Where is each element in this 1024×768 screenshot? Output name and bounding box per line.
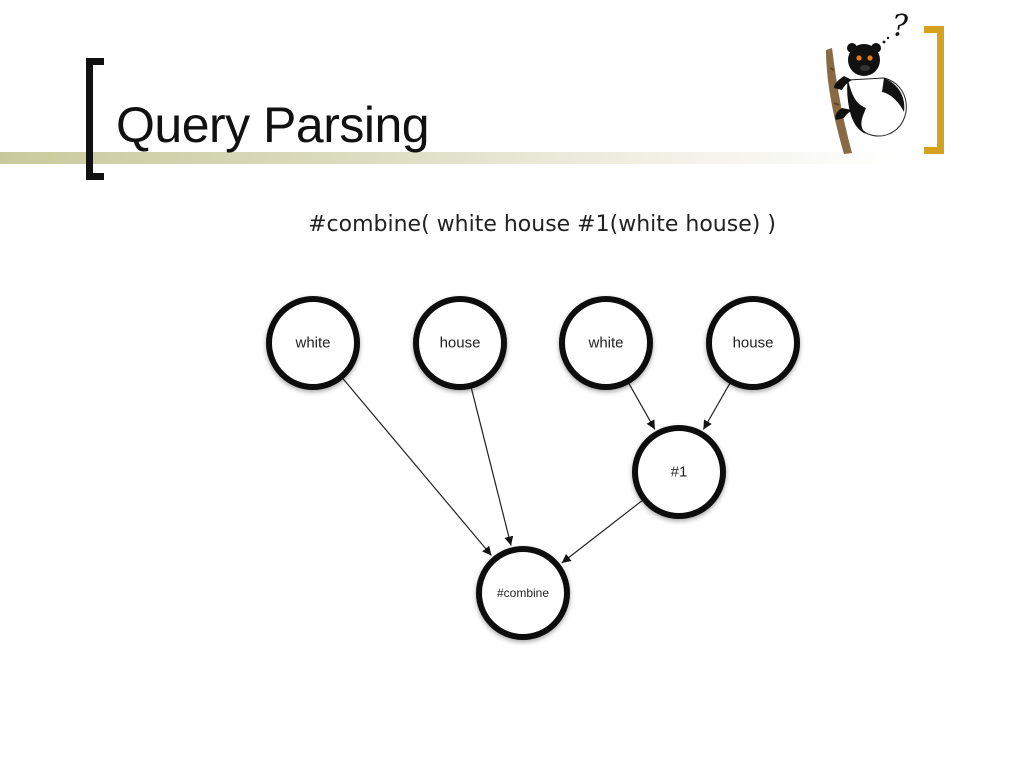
edge-white2-to-op1 (628, 383, 656, 430)
query-expression: #combine( white house #1(white house) ) (308, 212, 776, 237)
node-label: house (733, 335, 774, 352)
edge-white1-to-combine (342, 378, 492, 556)
node-house1: house (413, 296, 507, 390)
node-label: #1 (671, 464, 688, 481)
node-circle (266, 296, 360, 390)
node-house2: house (706, 296, 800, 390)
slide-title: Query Parsing (116, 97, 430, 153)
edge-house2-to-op1 (702, 383, 731, 430)
node-label: house (440, 335, 481, 352)
node-circle (632, 425, 726, 519)
node-op1: #1 (632, 425, 726, 519)
edge-house1-to-combine (470, 388, 514, 546)
node-white1: white (266, 296, 360, 390)
right-bracket-decoration (924, 26, 944, 154)
node-circle (559, 296, 653, 390)
node-label: #combine (497, 586, 549, 600)
title-underline-rule (0, 152, 1024, 164)
left-bracket-decoration (86, 58, 104, 180)
node-circle (706, 296, 800, 390)
node-label: white (294, 335, 330, 352)
question-mark-glyph: ? (892, 9, 909, 44)
lemur-question-icon: ? (826, 9, 909, 154)
node-circle (476, 546, 570, 640)
node-white2: white (559, 296, 653, 390)
node-circle (413, 296, 507, 390)
node-label: white (587, 335, 623, 352)
edge-op1-to-combine (561, 500, 643, 564)
node-combine: #combine (476, 546, 570, 640)
